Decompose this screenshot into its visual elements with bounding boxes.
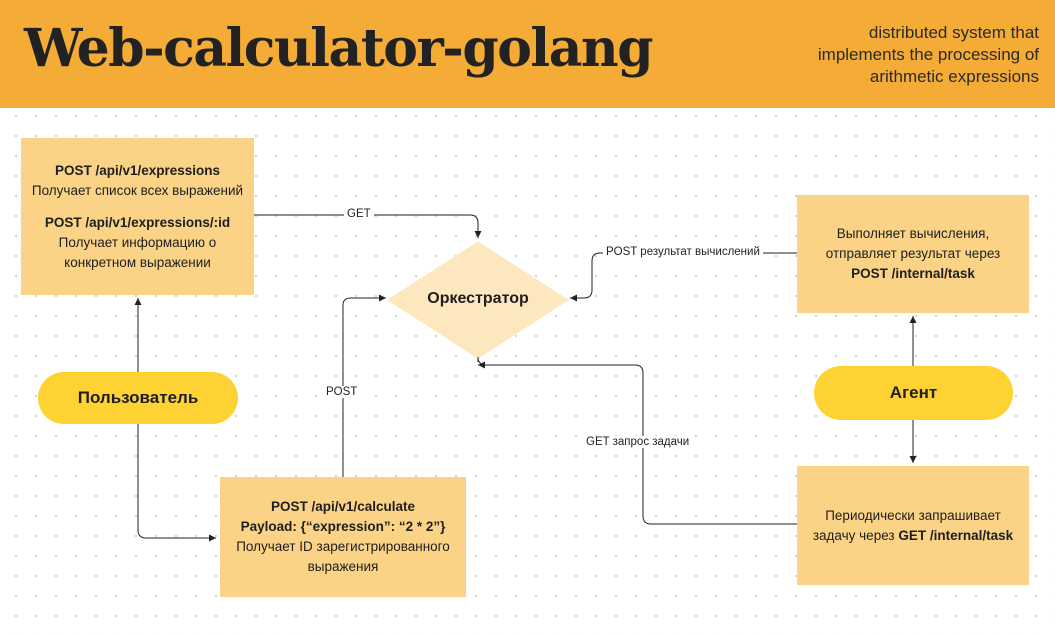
agent-poll-desc-1: Периодически запрашивает bbox=[825, 507, 1001, 523]
edge-post bbox=[342, 294, 386, 477]
edge-post-result bbox=[570, 252, 797, 302]
agent-poll-desc-prefix: задачу через bbox=[812, 527, 899, 543]
calculate-desc-1: Получает ID зарегистрированного bbox=[236, 539, 450, 554]
edge-label-post-result: POST результат вычислений bbox=[603, 246, 763, 258]
agent-label: Агент bbox=[889, 383, 938, 402]
page-subtitle: distributed system that implements the p… bbox=[779, 22, 1039, 88]
agent-compute-box: Выполняет вычисления, отправляет результ… bbox=[797, 195, 1029, 313]
expressions-endpoint: POST /api/v1/expressions bbox=[54, 162, 221, 178]
edge-label-get: GET bbox=[344, 208, 374, 220]
expression-by-id-desc-2: конкретном выражении bbox=[64, 254, 211, 270]
subtitle-line-3: arithmetic expressions bbox=[869, 67, 1039, 86]
agent-node: Агент bbox=[814, 366, 1013, 420]
expressions-endpoints-box: POST /api/v1/expressions Получает список… bbox=[21, 138, 254, 295]
expression-by-id-desc-1: Получает информацию о bbox=[58, 234, 217, 250]
calculate-payload: Payload: {“expression”: “2 * 2”} bbox=[240, 519, 446, 534]
agent-poll-box: Периодически запрашивает задачу через GE… bbox=[797, 466, 1029, 585]
edge-label-post: POST bbox=[323, 386, 361, 398]
expressions-desc: Получает список всех выражений bbox=[31, 182, 244, 198]
subtitle-line-1: distributed system that bbox=[868, 23, 1039, 42]
agent-compute-endpoint: POST /internal/task bbox=[851, 266, 975, 281]
orchestrator-label: Оркестратор bbox=[427, 290, 529, 307]
edge-get bbox=[254, 214, 482, 238]
subtitle-line-2: implements the processing of bbox=[817, 45, 1039, 64]
calculate-endpoint: POST /api/v1/calculate bbox=[270, 499, 416, 514]
calculate-desc-2: выражения bbox=[307, 559, 379, 574]
edge-user-to-calculate bbox=[137, 424, 216, 542]
agent-compute-desc-1: Выполняет вычисления, bbox=[836, 226, 990, 241]
header-banner: Web-calculator-golang distributed system… bbox=[0, 0, 1055, 108]
agent-poll-desc-2: задачу через GET /internal/task bbox=[813, 526, 1013, 546]
agent-compute-desc-2: отправляет результат через bbox=[825, 246, 1001, 261]
calculate-endpoint-box: POST /api/v1/calculate Payload: {“expres… bbox=[220, 477, 466, 597]
edge-label-get-task: GET запрос задачи bbox=[583, 436, 693, 448]
expression-by-id-endpoint: POST /api/v1/expressions/:id bbox=[44, 214, 231, 230]
page-title: Web-calculator-golang bbox=[24, 18, 654, 79]
agent-poll-endpoint: GET /internal/task bbox=[898, 527, 1014, 543]
user-node: Пользователь bbox=[38, 372, 238, 424]
user-label: Пользователь bbox=[77, 388, 199, 407]
